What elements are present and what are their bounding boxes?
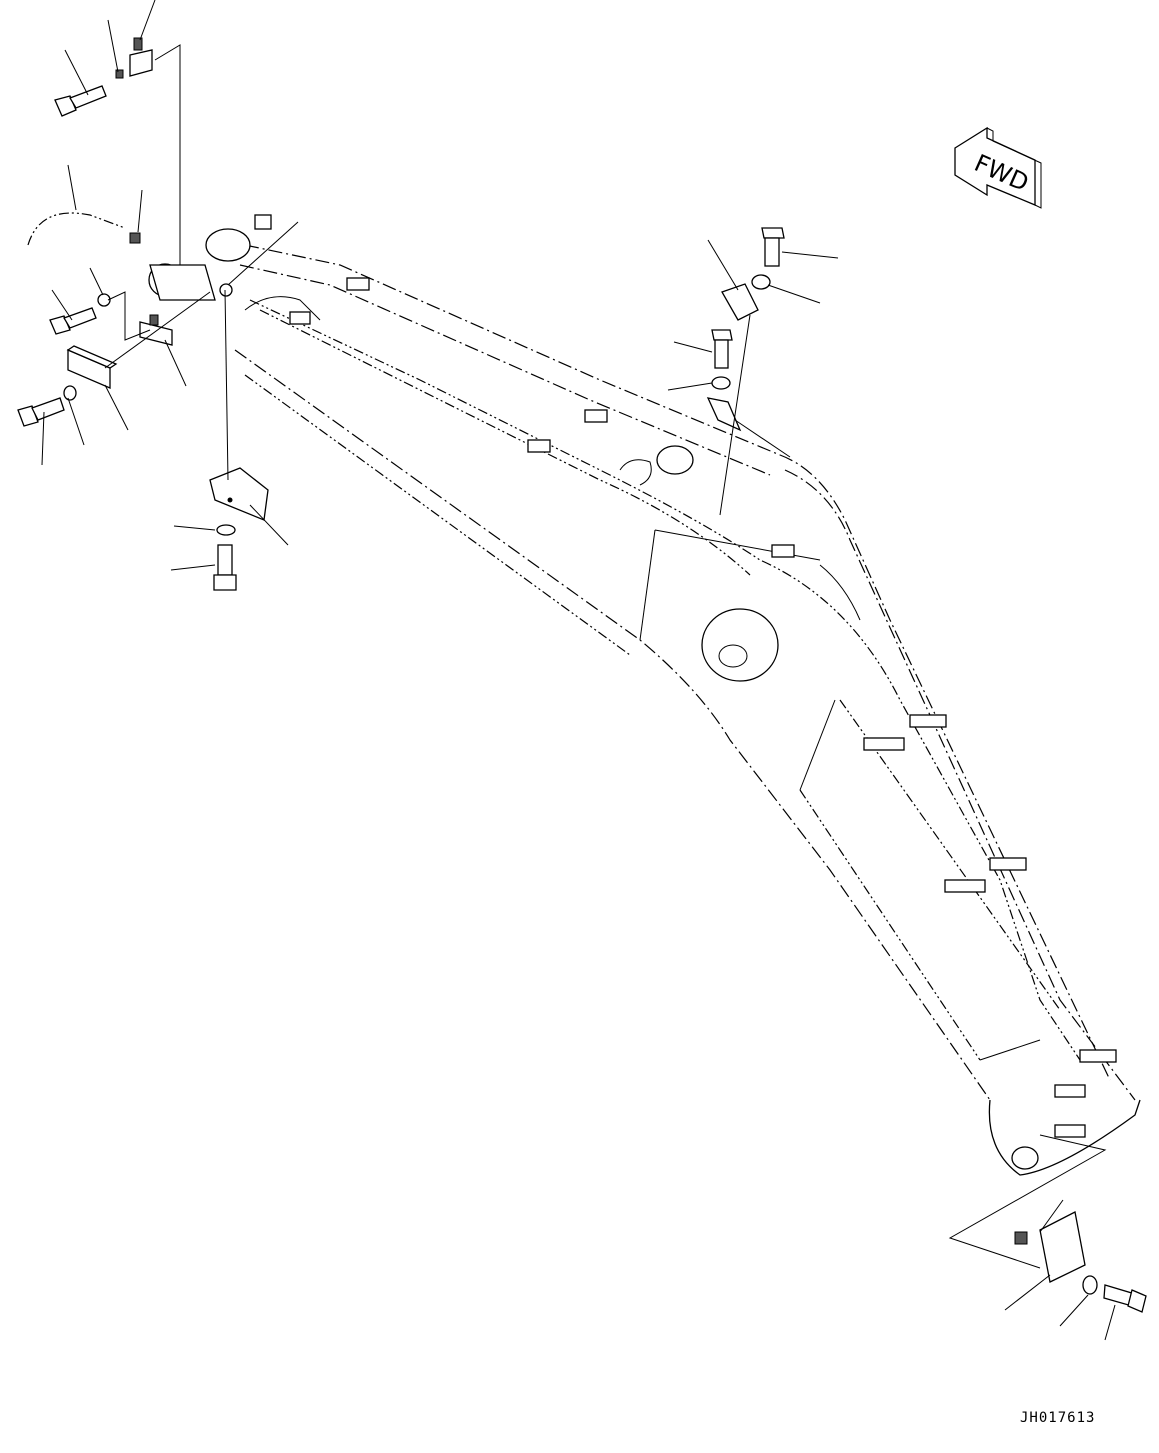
washer-icon	[1082, 1275, 1098, 1295]
bolt-icon	[49, 307, 97, 335]
bolt-icon	[761, 227, 785, 267]
drawing-code: JH017613	[1020, 1410, 1095, 1426]
boom-outline	[205, 228, 1141, 1176]
bracket-icon	[706, 397, 742, 432]
cover-plate	[721, 283, 759, 321]
arm-top-parts	[706, 227, 785, 432]
bolt-icon	[54, 85, 107, 117]
connector-icon	[1014, 1231, 1028, 1245]
fwd-arrow-icon: FWD	[954, 126, 1042, 209]
bolt-icon	[213, 544, 237, 591]
harness-clamps	[254, 214, 1117, 1138]
cover-plate	[1039, 1211, 1086, 1283]
bolt-icon	[711, 329, 733, 369]
washer-icon	[97, 293, 111, 307]
washer-icon	[711, 376, 731, 390]
bolt-icon	[17, 397, 65, 427]
washer-icon	[216, 524, 236, 536]
washer-icon	[751, 274, 771, 290]
switch-bracket	[139, 314, 173, 346]
sensor-housing	[148, 263, 233, 301]
washer-icon	[63, 385, 77, 401]
washer-icon	[115, 69, 124, 79]
foot-end-parts	[17, 37, 269, 591]
guard-plate	[209, 467, 269, 521]
wiring-harness	[244, 296, 1081, 1061]
sensor-cable	[27, 212, 126, 246]
cover-plate	[66, 345, 118, 389]
boom-tip-parts	[948, 1134, 1147, 1313]
bracket-icon	[129, 37, 153, 77]
connector-icon	[129, 232, 141, 244]
leader-lines	[41, 0, 1116, 1341]
bolt-icon	[1103, 1284, 1147, 1313]
